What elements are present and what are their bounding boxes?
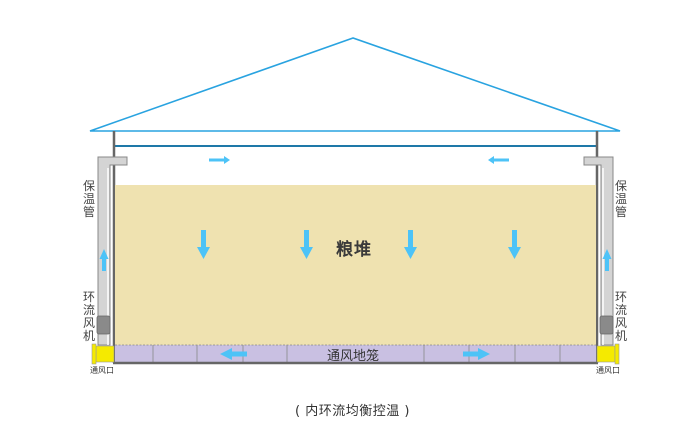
left-vent-icon <box>91 343 115 365</box>
arrow-up-icon <box>99 249 109 271</box>
right-insulation-pipe <box>583 156 614 346</box>
grain-pile <box>115 185 596 345</box>
arrow-left-icon <box>220 348 247 360</box>
diagram-caption: ( 内环流均衡控温 ) <box>295 404 410 419</box>
floor-duct-label: 通风地笼 <box>327 349 380 364</box>
arrow-down-icon <box>508 230 521 259</box>
arrow-left-icon <box>488 156 509 164</box>
roof <box>89 37 621 132</box>
arrow-down-icon <box>197 230 210 259</box>
left-fan-label: 环流风机 <box>82 290 95 343</box>
floor-duct <box>115 344 596 362</box>
right-fan-icon <box>599 315 614 335</box>
right-fan-label: 环流风机 <box>614 290 627 343</box>
arrow-up-icon <box>602 249 612 271</box>
arrow-right-icon <box>463 348 490 360</box>
left-fan-icon <box>96 315 111 335</box>
left-vent-label: 通风口 <box>90 366 114 375</box>
right-vent-label: 通风口 <box>596 366 620 375</box>
left-pipe-label: 保温管 <box>82 179 95 219</box>
arrow-down-icon <box>300 230 313 259</box>
right-pipe-label: 保温管 <box>614 179 627 219</box>
grain-pile-label: 粮堆 <box>336 240 372 260</box>
right-vent-icon <box>596 343 620 365</box>
arrow-right-icon <box>209 156 230 164</box>
left-insulation-pipe <box>97 156 128 346</box>
arrow-down-icon <box>404 230 417 259</box>
